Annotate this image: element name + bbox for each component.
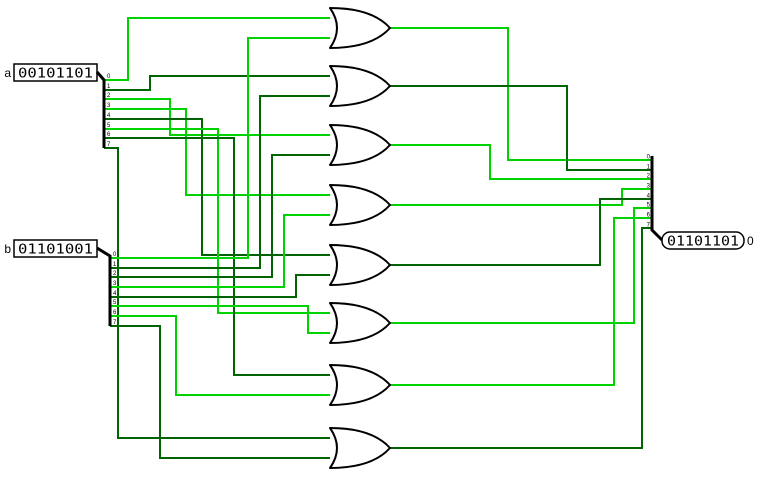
combiner-pin-label-2: 2 (647, 174, 651, 180)
wire-a0[interactable] (104, 17, 330, 81)
splitter-a-spine[interactable] (95, 71, 106, 148)
wire-o7[interactable] (390, 227, 652, 449)
output-label: 0 (747, 234, 754, 248)
input-a-value: 00101101 (18, 67, 93, 82)
or-gate-3[interactable] (329, 184, 391, 226)
wire-b3[interactable] (110, 214, 330, 288)
output-pin: 01101101 0 (661, 231, 754, 250)
splitter-a-pin-label-1: 1 (107, 84, 111, 90)
wire-b0[interactable] (110, 37, 330, 259)
wire-b2[interactable] (110, 154, 330, 278)
wires-input-a (104, 17, 330, 439)
wire-b1[interactable] (110, 95, 330, 269)
splitter-a-pin-label-4: 4 (107, 113, 111, 119)
splitter-b-pin-label-3: 3 (113, 281, 117, 287)
input-a-label: a (4, 66, 11, 80)
wires-input-b (110, 37, 330, 459)
splitter-b-pin-label-5: 5 (113, 300, 117, 306)
input-b-label: b (4, 242, 11, 256)
combiner-pin-label-7: 7 (647, 223, 651, 229)
wire-o6[interactable] (390, 217, 652, 386)
splitter-b-pin-label-1: 1 (113, 262, 117, 268)
or-gate-7[interactable] (329, 427, 391, 469)
wire-o5[interactable] (390, 207, 652, 324)
wire-a5[interactable] (104, 128, 330, 314)
splitter-b-pin-label-0: 0 (113, 252, 117, 258)
combiner-pin-label-1: 1 (647, 165, 651, 171)
wire-a1[interactable] (104, 75, 330, 91)
combiner-pin-label-0: 0 (647, 155, 651, 161)
wire-a2[interactable] (104, 98, 330, 136)
wire-o3[interactable] (390, 188, 652, 206)
combiner-pin-label-3: 3 (647, 184, 651, 190)
splitter-b-pin-label-2: 2 (113, 271, 117, 277)
splitter-a-pin-label-7: 7 (107, 142, 111, 148)
wire-o4[interactable] (390, 198, 652, 266)
wire-a4[interactable] (104, 118, 330, 256)
splitter-a-pin-label-3: 3 (107, 103, 111, 109)
combiner-pin-label-4: 4 (647, 194, 651, 200)
wire-b7[interactable] (110, 325, 330, 459)
splitter-b: 0 1 2 3 4 5 6 7 (96, 246, 117, 326)
wire-a6[interactable] (104, 137, 330, 376)
combiner-pin-label-6: 6 (647, 213, 651, 219)
wire-a3[interactable] (104, 108, 330, 196)
output-value: 01101101 (667, 235, 739, 250)
input-pin-a: a 00101101 (4, 63, 98, 82)
splitter-b-pin-label-7: 7 (113, 320, 117, 326)
wire-o0[interactable] (390, 27, 652, 161)
splitter-b-spine[interactable] (96, 246, 112, 326)
wires-gate-outputs (390, 27, 652, 449)
splitter-a-pin-label-6: 6 (107, 132, 111, 138)
wire-a7[interactable] (104, 147, 330, 439)
combiner: 0 1 2 3 4 5 6 7 (647, 155, 664, 242)
or-gate-1[interactable] (329, 65, 391, 107)
or-gate-5[interactable] (329, 302, 391, 344)
wire-o1[interactable] (390, 85, 652, 171)
splitter-a: 0 1 2 3 4 5 6 7 (95, 71, 111, 148)
combiner-spine[interactable] (650, 156, 664, 242)
splitter-b-pin-label-4: 4 (113, 291, 117, 297)
output-box[interactable] (661, 231, 745, 250)
input-pin-b: b 01101001 (4, 239, 98, 258)
splitter-b-pin-label-6: 6 (113, 310, 117, 316)
input-b-value: 01101001 (18, 243, 93, 258)
wire-o2[interactable] (390, 144, 652, 180)
or-gate-0[interactable] (329, 7, 391, 49)
wire-b4[interactable] (110, 274, 330, 298)
or-gate-6[interactable] (329, 364, 391, 406)
wire-b5[interactable] (110, 305, 330, 334)
combiner-pin-label-5: 5 (647, 203, 651, 209)
splitter-a-pin-label-2: 2 (107, 93, 111, 99)
or-gates (329, 7, 391, 469)
splitter-a-pin-label-0: 0 (107, 74, 111, 80)
wire-b6[interactable] (110, 315, 330, 396)
or-gate-4[interactable] (329, 244, 391, 286)
splitter-a-pin-label-5: 5 (107, 123, 111, 129)
or-gate-2[interactable] (329, 124, 391, 166)
